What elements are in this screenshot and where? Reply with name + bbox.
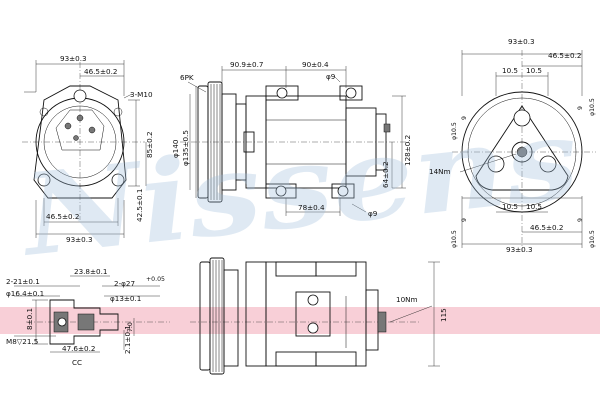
side-view: [180, 66, 410, 216]
front-height-right: 85±0.2: [145, 131, 154, 158]
bottom-view: [190, 257, 440, 375]
rear-torque: 14Nm: [429, 167, 451, 176]
section-tol-groove: +0.05: [146, 276, 165, 283]
section-depth-c: 2.1±0.1: [123, 325, 132, 354]
watermark-text: Nissens: [14, 93, 584, 282]
rear-hole-bl: φ10.5: [451, 230, 458, 248]
section-label-cc: CC: [72, 358, 82, 367]
bottom-height: 115: [439, 308, 448, 322]
rear-hole-tr: φ10.5: [589, 98, 596, 116]
front-width-top: 93±0.3: [60, 54, 87, 63]
front-thread: 3-M10: [130, 90, 153, 99]
rear-hole-tl: φ10.5: [451, 122, 458, 140]
side-dia-pulley: φ140: [171, 139, 180, 158]
rear-half-top: 46.5±0.2: [548, 51, 581, 60]
rear-seg-c: 10.5: [502, 202, 518, 211]
front-height-lower: 42.5±0.1: [135, 189, 144, 222]
side-height-ports: 128±0.2: [403, 135, 412, 166]
section-dia-bore: φ13±0.1: [110, 294, 141, 303]
side-len-a: 90.9±0.7: [230, 60, 263, 69]
section-view: [14, 275, 170, 353]
rear-width-bottom: 93±0.3: [506, 245, 533, 254]
front-view: [22, 60, 147, 238]
section-dia-inner: φ16.4±0.1: [6, 289, 44, 298]
section-dia-mid: 23.8±0.1: [74, 267, 107, 276]
section-dia-groove: 2-φ27: [114, 279, 135, 288]
section-thread: M8▽21.5: [6, 337, 38, 346]
rear-small-a: 9: [461, 116, 468, 120]
rear-seg-b: 10.5: [526, 66, 542, 75]
front-width-bottom: 93±0.3: [66, 235, 93, 244]
rear-width-top: 93±0.3: [508, 37, 535, 46]
rear-small-c: 9: [461, 218, 468, 222]
side-hole-bottom: φ9: [368, 209, 378, 218]
front-half-top: 46.5±0.2: [84, 67, 117, 76]
section-depth-a: 8±0.1: [25, 308, 34, 330]
side-belt: 6PK: [180, 73, 194, 82]
rear-small-d: 9: [577, 218, 584, 222]
rear-seg-a: 10.5: [502, 66, 518, 75]
side-dia-hub: φ135±0.5: [181, 130, 190, 166]
section-depth-b: 47.6±0.2: [62, 344, 95, 353]
front-width-bottom-half: 46.5±0.2: [46, 212, 79, 221]
side-len-c: 78±0.4: [298, 203, 325, 212]
section-depth-d: 7.0: [127, 322, 134, 332]
rear-seg-d: 10.5: [526, 202, 542, 211]
rear-half-bottom: 46.5±0.2: [530, 223, 563, 232]
rear-view: [452, 50, 596, 252]
rear-hole-br: φ10.5: [589, 230, 596, 248]
side-len-b: 90±0.4: [302, 60, 329, 69]
section-groove-a: 2-21±0.1: [6, 277, 40, 286]
side-hole-top: φ9: [326, 72, 336, 81]
rear-small-b: 9: [577, 106, 584, 110]
side-height-low: 64±0.2: [381, 161, 390, 188]
bottom-torque: 10Nm: [396, 295, 418, 304]
